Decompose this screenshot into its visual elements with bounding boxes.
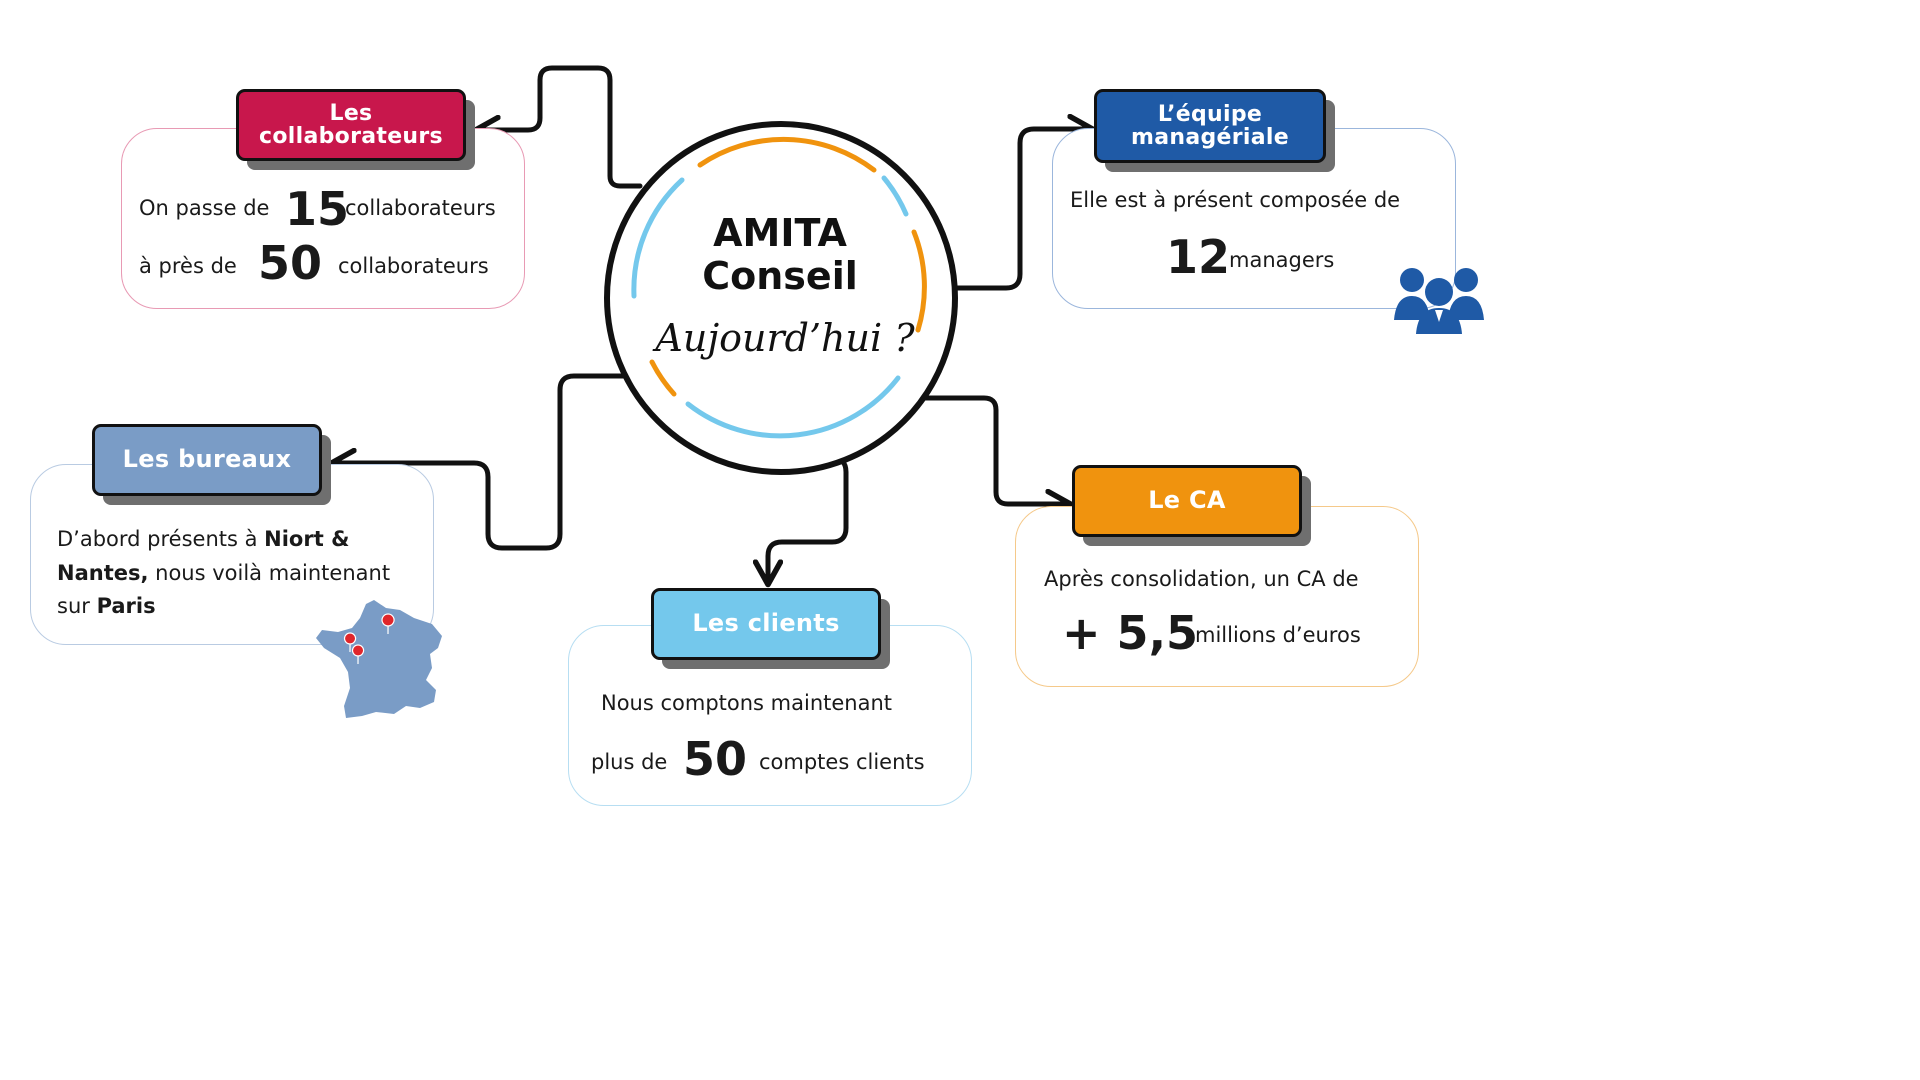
france-map-icon: [316, 600, 442, 718]
bureaux-line3: sur Paris: [57, 594, 156, 618]
equipe-post: managers: [1229, 248, 1335, 272]
equipe-num: 12: [1166, 230, 1231, 284]
collaborateurs-line2-pre: à près de: [139, 254, 237, 278]
bureaux-tag: Les bureaux: [92, 424, 322, 496]
collaborateurs-tag: Les collaborateurs: [236, 89, 466, 161]
equipe-tag-line2: managériale: [1131, 125, 1289, 150]
collaborateurs-line2-num: 50: [258, 236, 323, 290]
connector-ca: [915, 395, 1068, 504]
center-title-line2: Conseil: [702, 254, 858, 298]
collaborateurs-line1-post: collaborateurs: [345, 196, 496, 220]
clients-tag-label: Les clients: [692, 609, 840, 638]
connector-collaborateurs: [478, 65, 643, 189]
clients-post: comptes clients: [759, 750, 925, 774]
center-title-line1: AMITA: [713, 211, 847, 255]
bureaux-line2-post: nous voilà maintenant: [148, 561, 391, 585]
bureaux-line1-bold: Niort &: [264, 527, 350, 551]
bureaux-line3-pre: sur: [57, 594, 97, 618]
ring-arc-orange-left: [649, 359, 677, 397]
bureaux-tag-label: Les bureaux: [122, 445, 292, 474]
ring-arc-blue-bottom: [685, 375, 901, 439]
bureaux-line3-bold: Paris: [96, 594, 156, 618]
bureaux-line2-bold: Nantes,: [57, 561, 149, 585]
center-subtitle: Aujourd’hui ?: [655, 316, 915, 360]
clients-line2-pre: plus de: [591, 750, 668, 774]
connector-lines: [0, 65, 1544, 876]
ca-tag: Le CA: [1072, 465, 1302, 537]
bureaux-line2: Nantes, nous voilà maintenant: [57, 561, 390, 585]
ca-line1: Après consolidation, un CA de: [1044, 567, 1359, 591]
equipe-line1: Elle est à présent composée de: [1070, 188, 1401, 212]
equipe-tag: L’équipe managériale: [1094, 89, 1326, 163]
clients-line1: Nous comptons maintenant: [601, 691, 893, 715]
connector-bureaux: [334, 373, 631, 551]
ring-arc-blue-topleft: [631, 177, 685, 299]
center-circle: [604, 121, 958, 475]
bureaux-line1: D’abord présents à Niort &: [57, 527, 349, 551]
ca-tag-label: Le CA: [1148, 486, 1226, 515]
ring-arc-orange-top: [697, 136, 877, 173]
clients-tag: Les clients: [651, 588, 881, 660]
collaborateurs-line1-num: 15: [285, 182, 350, 236]
bureaux-line1-pre: D’abord présents à: [57, 527, 265, 551]
people-group-icon: [1394, 268, 1484, 334]
ca-post: millions d’euros: [1195, 623, 1361, 647]
ring-arc-blue-topright: [881, 175, 909, 217]
collaborateurs-tag-line2: collaborateurs: [259, 124, 443, 149]
collaborateurs-line2-post: collaborateurs: [338, 254, 489, 278]
connector-clients: [768, 455, 849, 582]
collaborateurs-tag-line1: Les: [329, 100, 373, 126]
ca-num: + 5,5: [1062, 606, 1199, 660]
connector-equipe: [955, 129, 1090, 291]
equipe-tag-line1: L’équipe: [1157, 101, 1263, 127]
clients-num: 50: [683, 732, 748, 786]
collaborateurs-line1-pre: On passe de: [139, 196, 270, 220]
ring-arc-orange-right: [911, 229, 927, 333]
